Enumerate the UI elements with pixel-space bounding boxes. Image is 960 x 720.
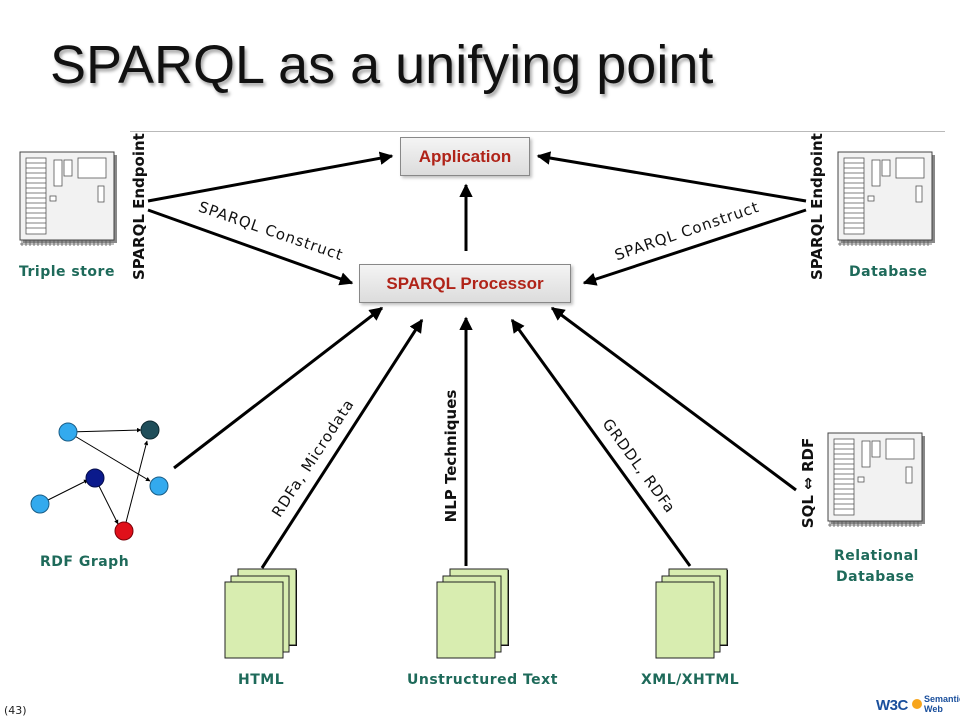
w3c-logo-text: W3C	[876, 697, 908, 714]
sparql-processor-box: SPARQL Processor	[359, 264, 571, 303]
html-documents-icon	[224, 568, 298, 659]
sql-rdf-label: SQL ⇔ RDF	[799, 437, 817, 529]
relational-database-server-icon	[827, 432, 926, 528]
title-divider	[130, 131, 945, 132]
web-logo-text: Web	[924, 704, 943, 714]
sparql-endpoint-right-label: SPARQL Endpoint	[808, 133, 826, 280]
database-server-icon	[837, 151, 936, 247]
unstructured-text-documents-icon	[436, 568, 510, 659]
rdf-graph-label: RDF Graph	[40, 554, 130, 570]
html-label: HTML	[238, 672, 285, 688]
diagram-arrows	[147, 151, 807, 569]
triple-store-label: Triple store	[19, 264, 115, 280]
sparql-endpoint-left-label: SPARQL Endpoint	[130, 133, 148, 280]
rdf-graph-icon	[30, 420, 169, 541]
page-title: SPARQL as a unifying point	[50, 35, 714, 95]
nlp-techniques-label: NLP Techniques	[442, 389, 460, 523]
w3c-semantic-web-logo: W3C Semantic Web	[876, 694, 960, 716]
semantic-logo-text: Semantic	[924, 694, 960, 704]
sparql-processor-label: SPARQL Processor	[386, 273, 544, 293]
database-label: Database	[849, 264, 928, 280]
page-number: (43)	[4, 704, 27, 717]
triple-store-server-icon	[19, 151, 118, 247]
relational-database-label-line2: Database	[836, 569, 915, 585]
semantic-web-cube-icon	[912, 699, 922, 709]
relational-database-label-line1: Relational	[834, 548, 919, 564]
application-label: Application	[418, 146, 512, 166]
application-box: Application	[400, 137, 530, 176]
xml-xhtml-label: XML/XHTML	[641, 672, 740, 688]
xml-documents-icon	[655, 568, 729, 659]
unstructured-text-label: Unstructured Text	[407, 672, 558, 688]
